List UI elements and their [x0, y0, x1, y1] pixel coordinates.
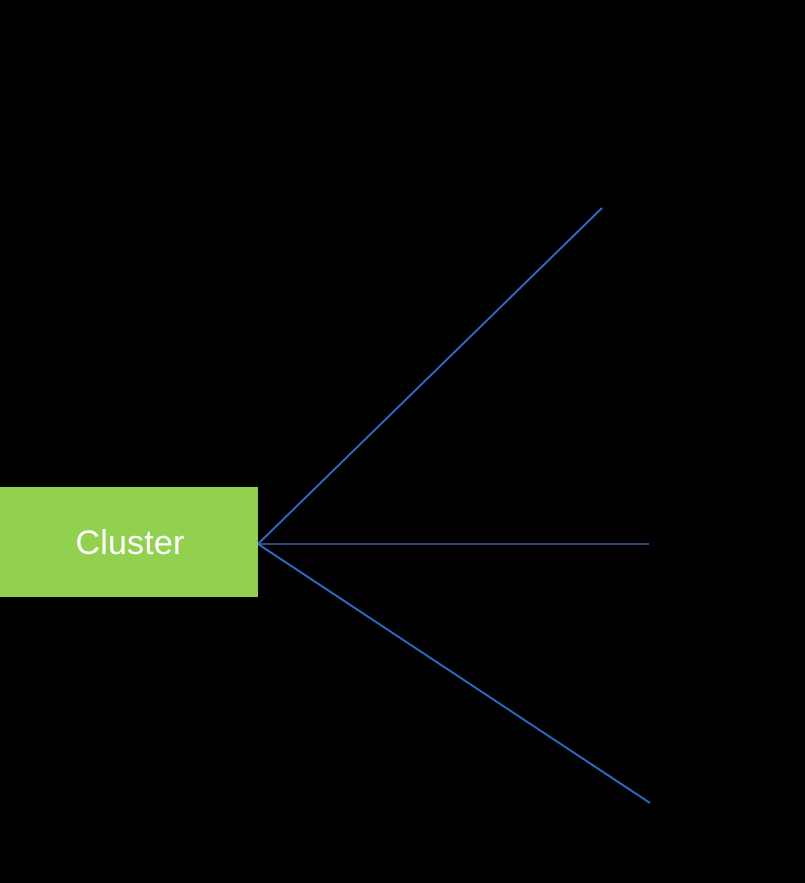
edge-lower-connector[interactable]: [257, 543, 651, 804]
node-cluster-label: Cluster: [75, 524, 185, 562]
node-cluster[interactable]: Cluster: [0, 487, 258, 597]
edge-upper-connector[interactable]: [257, 207, 603, 545]
